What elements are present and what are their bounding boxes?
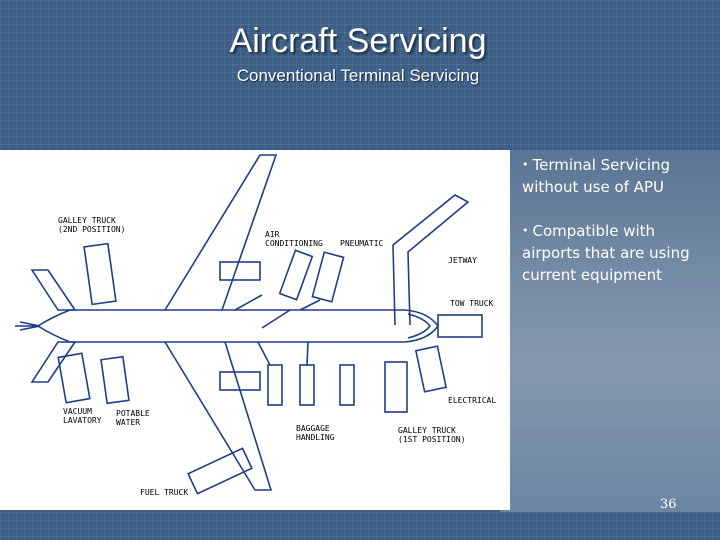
svg-text:HANDLING: HANDLING [296,433,335,442]
fuel-truck-vehicle [188,448,252,493]
lower-stabilizer [32,342,75,382]
electrical-vehicle [416,346,446,392]
svg-text:CONDITIONING: CONDITIONING [265,239,323,248]
page-number: 36 [660,497,677,512]
label-galley-1st: GALLEY TRUCK [398,426,456,435]
fuselage [38,310,438,342]
label-pneumatic: PNEUMATIC [340,239,384,248]
label-vacuum-lavatory: VACUUM [63,407,92,416]
galley-truck-1st-vehicle [385,362,407,412]
bullet-dot-icon: • [522,158,529,171]
svg-text:WATER: WATER [116,418,140,427]
baggage-cart-2 [300,365,314,405]
slide-subtitle: Conventional Terminal Servicing [0,66,716,86]
label-air-conditioning: AIR [265,230,280,239]
upper-stabilizer [32,270,75,310]
nose-cockpit [408,314,430,338]
engine-upper [220,262,260,280]
tail-cone [15,322,40,330]
baggage-cart-1 [268,365,282,405]
label-electrical: ELECTRICAL [448,396,496,405]
potable-water-vehicle [101,357,129,404]
galley-truck-2nd-vehicle [84,244,116,305]
label-fuel-truck: FUEL TRUCK [140,488,188,497]
lower-wing [165,342,271,490]
upper-wing [165,155,276,310]
bullet-item: •Terminal Servicing without use of APU [522,154,712,198]
label-galley-2nd: GALLEY TRUCK [58,216,116,225]
pneumatic-vehicle [312,252,343,302]
label-tow-truck: TOW TRUCK [450,299,494,308]
aircraft-servicing-diagram: GALLEY TRUCK (2ND POSITION) AIR CONDITIO… [0,150,510,510]
label-jetway: JETWAY [448,256,477,265]
label-baggage-handling: BAGGAGE [296,424,330,433]
label-potable-water: POTABLE [116,409,150,418]
svg-text:(1ST POSITION): (1ST POSITION) [398,435,465,444]
bullet-list: •Terminal Servicing without use of APU •… [522,154,712,308]
baggage-cart-3 [340,365,354,405]
bullet-dot-icon: • [522,224,529,237]
bullet-item: •Compatible with airports that are using… [522,220,712,286]
slide-title: Aircraft Servicing [0,22,716,61]
engine-lower [220,372,260,390]
tow-truck [438,315,482,337]
svg-text:(2ND POSITION): (2ND POSITION) [58,225,125,234]
air-conditioning-vehicle [280,250,313,299]
svg-text:LAVATORY: LAVATORY [63,416,102,425]
